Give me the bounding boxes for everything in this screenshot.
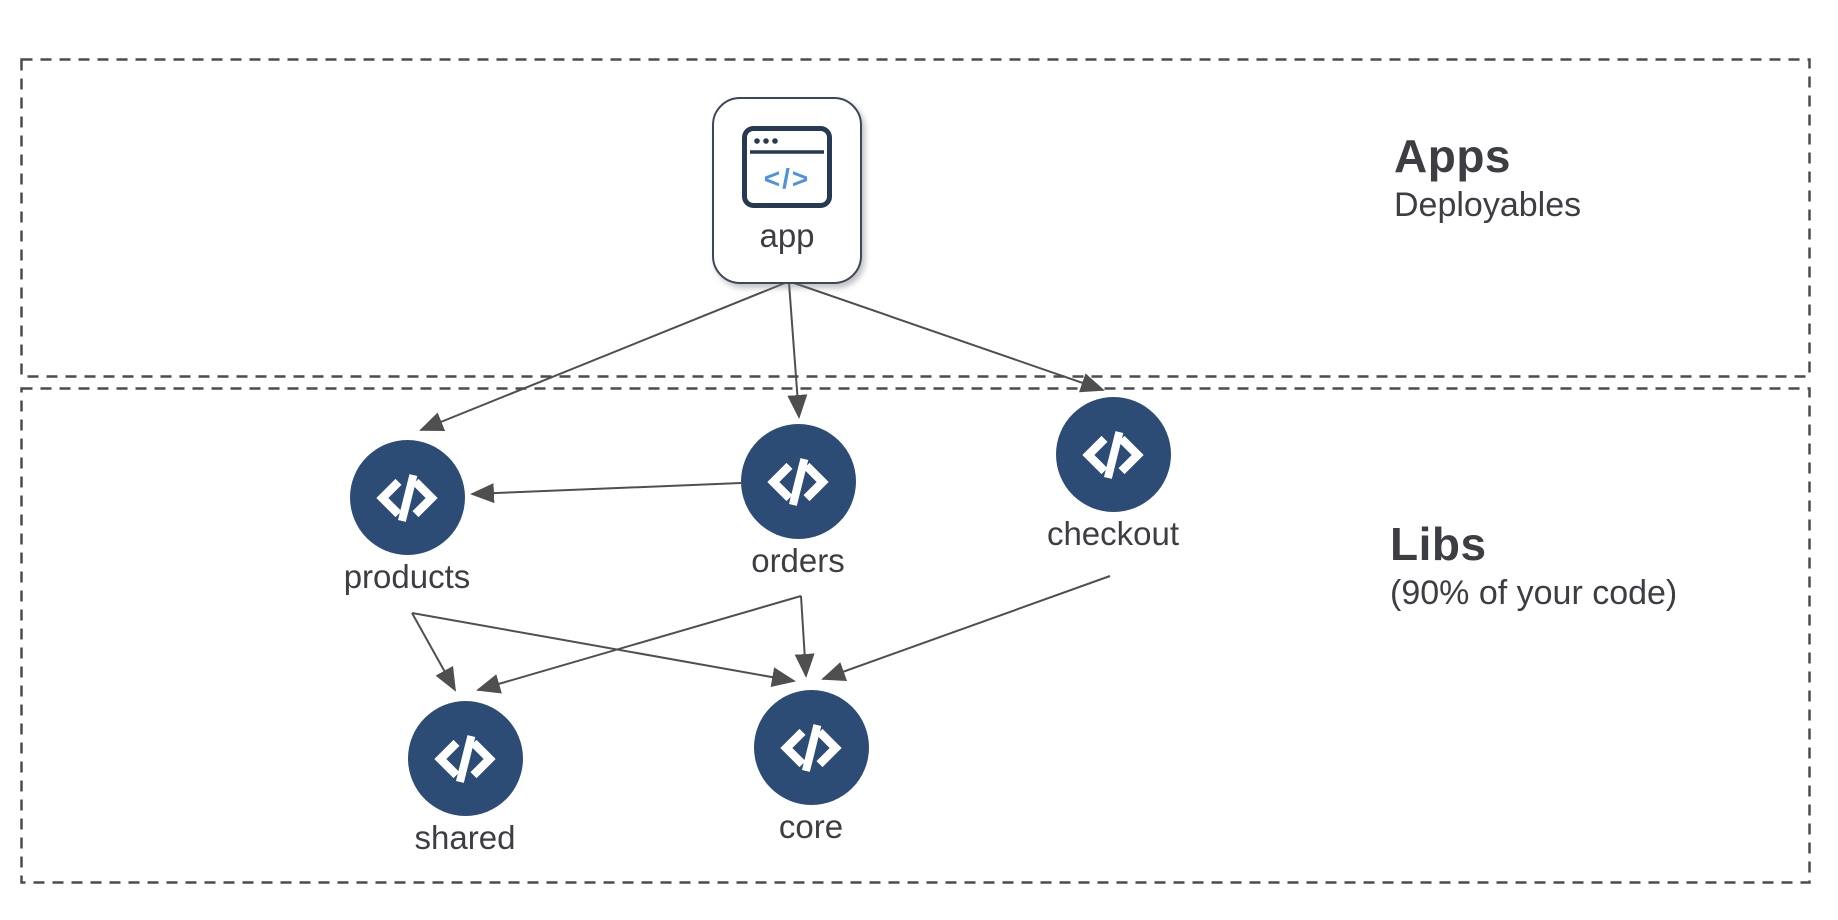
code-icon — [1082, 430, 1144, 479]
library-circle — [740, 424, 856, 539]
code-icon — [780, 723, 842, 772]
node-checkout: checkout — [1028, 397, 1198, 553]
node-app-label: app — [759, 217, 815, 254]
edge-orders-to-shared — [476, 595, 802, 694]
edge-orders-to-core — [794, 595, 815, 678]
libs-section-subtitle: (90% of your code) — [1390, 573, 1678, 612]
libs-section-box — [20, 387, 1811, 884]
edge-checkout-to-core — [821, 575, 1111, 681]
library-circle — [753, 690, 869, 805]
edge-app-to-checkout — [793, 282, 1105, 393]
edge-products-to-shared — [411, 612, 456, 692]
node-products: products — [322, 440, 492, 596]
browser-window-icon: </> — [742, 126, 832, 208]
code-icon — [376, 473, 438, 522]
library-circle — [1055, 397, 1171, 512]
node-core-label: core — [778, 808, 844, 845]
libs-section-title: Libs — [1390, 518, 1487, 570]
node-core: core — [726, 690, 896, 846]
code-icon — [767, 457, 829, 506]
apps-section-subtitle: Deployables — [1394, 185, 1582, 224]
code-glyph: </> — [764, 163, 810, 194]
library-circle — [407, 701, 523, 816]
edge-app-to-orders — [787, 282, 808, 419]
edge-orders-to-products — [470, 482, 742, 504]
node-app: </> app — [712, 97, 862, 284]
node-checkout-label: checkout — [1046, 515, 1180, 552]
apps-section-box — [20, 58, 1811, 378]
node-shared-label: shared — [414, 819, 516, 856]
edge-products-to-core — [411, 612, 796, 687]
library-circle — [349, 440, 465, 555]
code-icon — [434, 734, 496, 783]
node-orders: orders — [713, 424, 883, 580]
libs-section-label: Libs (90% of your code) — [1390, 518, 1677, 615]
apps-section-title: Apps — [1394, 130, 1511, 182]
node-products-label: products — [343, 558, 471, 595]
apps-section-label: Apps Deployables — [1394, 130, 1581, 227]
node-shared: shared — [380, 701, 550, 857]
edge-app-to-products — [419, 282, 786, 432]
node-orders-label: orders — [751, 542, 845, 579]
